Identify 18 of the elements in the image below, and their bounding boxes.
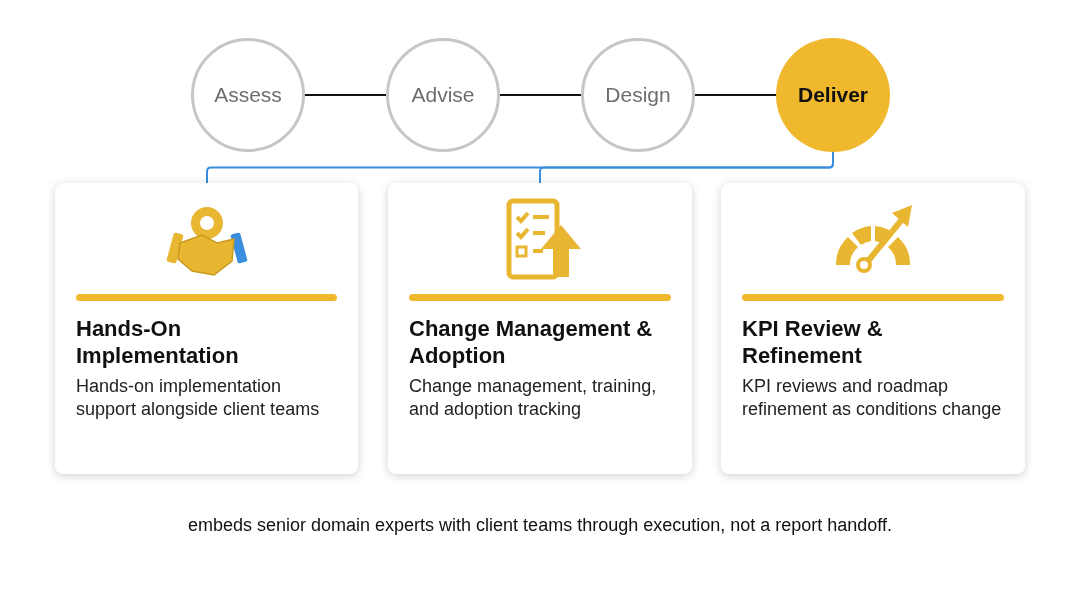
card-description: Change management, training, and adoption tracking [409, 375, 658, 421]
stage-label: Advise [411, 82, 475, 109]
connector-line [539, 151, 834, 184]
connector-line [499, 94, 582, 96]
card-heading: Hands-On Implementation [76, 315, 240, 369]
service-card [721, 183, 1025, 474]
card-heading: KPI Review & Refinement [742, 315, 884, 369]
stage-label: Assess [214, 82, 282, 109]
service-card [55, 183, 358, 474]
card-heading: Change Management & Adoption [409, 315, 654, 369]
service-card [388, 183, 692, 474]
caption: embeds senior domain experts with client teams through execution, not a report handoff. [187, 514, 893, 537]
connector-line [304, 94, 387, 96]
card-description: KPI reviews and roadmap refinement as conditions change [742, 375, 1003, 421]
stage-label: Deliver [797, 82, 868, 109]
card-description: Hands-on implementation support alongside client teams [76, 375, 321, 421]
stage-label: Design [605, 82, 671, 109]
connector-line [694, 94, 777, 96]
